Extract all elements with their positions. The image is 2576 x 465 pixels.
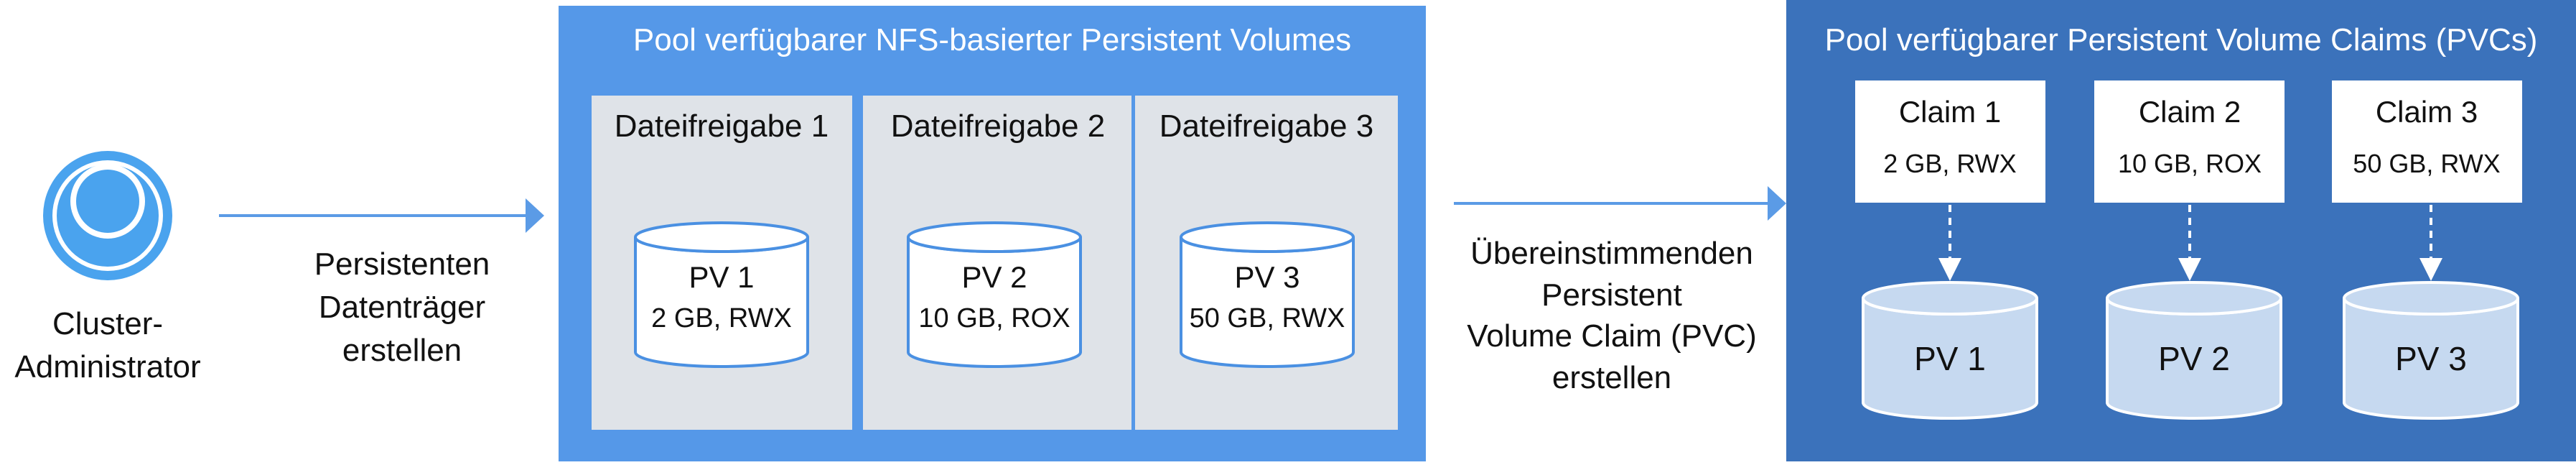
- cluster-admin: Cluster- Administrator: [14, 151, 201, 385]
- share-3-pv-label: PV 3: [1234, 260, 1299, 294]
- claim-2-spec: 10 GB, ROX: [2118, 149, 2262, 178]
- nfs-pool: Pool verfügbarer NFS-basierter Persisten…: [559, 6, 1426, 461]
- step1-line3: erstellen: [342, 333, 462, 368]
- step2-line1: Übereinstimmenden: [1470, 236, 1753, 271]
- claim-1-spec: 2 GB, RWX: [1883, 149, 2016, 178]
- claim-2-name: Claim 2: [2139, 95, 2241, 129]
- share-2-title: Dateifreigabe 2: [891, 109, 1105, 144]
- claim-3: Claim 3 50 GB, RWX PV 3: [2332, 80, 2522, 420]
- share-3-pv-cylinder: [1180, 221, 1355, 368]
- share-2-pv-cylinder: [907, 221, 1082, 368]
- arrow-create-pvc: [1454, 186, 1786, 221]
- claim-3-spec: 50 GB, RWX: [2353, 149, 2500, 178]
- share-1-pv-cylinder: [634, 221, 809, 368]
- admin-label-line1: Cluster-: [52, 306, 163, 341]
- step2-line2: Persistent: [1541, 277, 1682, 313]
- share-2-pv-spec: 10 GB, ROX: [918, 303, 1070, 333]
- step2-label: Übereinstimmenden Persistent Volume Clai…: [1467, 236, 1756, 395]
- claim-1-pv-label: PV 1: [1914, 340, 1986, 377]
- step2-line3: Volume Claim (PVC): [1467, 318, 1756, 354]
- step2-line4: erstellen: [1552, 360, 1671, 395]
- share-2-pv-label: PV 2: [961, 260, 1027, 294]
- user-icon: [43, 151, 172, 280]
- nfs-pool-title: Pool verfügbarer NFS-basierter Persisten…: [633, 22, 1351, 57]
- claim-3-pv-label: PV 3: [2395, 340, 2467, 377]
- claim-3-pv-cylinder: [2343, 281, 2519, 420]
- share-1-title: Dateifreigabe 1: [615, 109, 829, 144]
- step1-label: Persistenten Datenträger erstellen: [314, 247, 490, 368]
- step1-line1: Persistenten: [314, 247, 490, 282]
- arrow-create-pv: [219, 198, 544, 233]
- share-1: Dateifreigabe 1 PV 1 2 GB, RWX: [592, 96, 852, 430]
- share-2: Dateifreigabe 2 PV 2 10 GB, ROX: [863, 96, 1131, 430]
- claim-2-pv-cylinder: [2106, 281, 2282, 420]
- claim-2: Claim 2 10 GB, ROX PV 2: [2094, 80, 2285, 420]
- step1-line2: Datenträger: [319, 290, 485, 325]
- pvc-pool-title: Pool verfügbarer Persistent Volume Claim…: [1825, 22, 2538, 57]
- pvc-pool: Pool verfügbarer Persistent Volume Claim…: [1786, 0, 2576, 461]
- claim-3-name: Claim 3: [2376, 95, 2478, 129]
- claim-1: Claim 1 2 GB, RWX PV 1: [1855, 80, 2045, 420]
- share-3-pv-spec: 50 GB, RWX: [1190, 303, 1345, 333]
- share-3-title: Dateifreigabe 3: [1159, 109, 1373, 144]
- claim-2-pv-label: PV 2: [2158, 340, 2230, 377]
- claim-1-pv-cylinder: [1862, 281, 2038, 420]
- share-3: Dateifreigabe 3 PV 3 50 GB, RWX: [1135, 96, 1398, 430]
- admin-label-line2: Administrator: [14, 349, 200, 385]
- share-1-pv-spec: 2 GB, RWX: [651, 303, 792, 333]
- share-1-pv-label: PV 1: [689, 260, 754, 294]
- claim-1-name: Claim 1: [1899, 95, 2001, 129]
